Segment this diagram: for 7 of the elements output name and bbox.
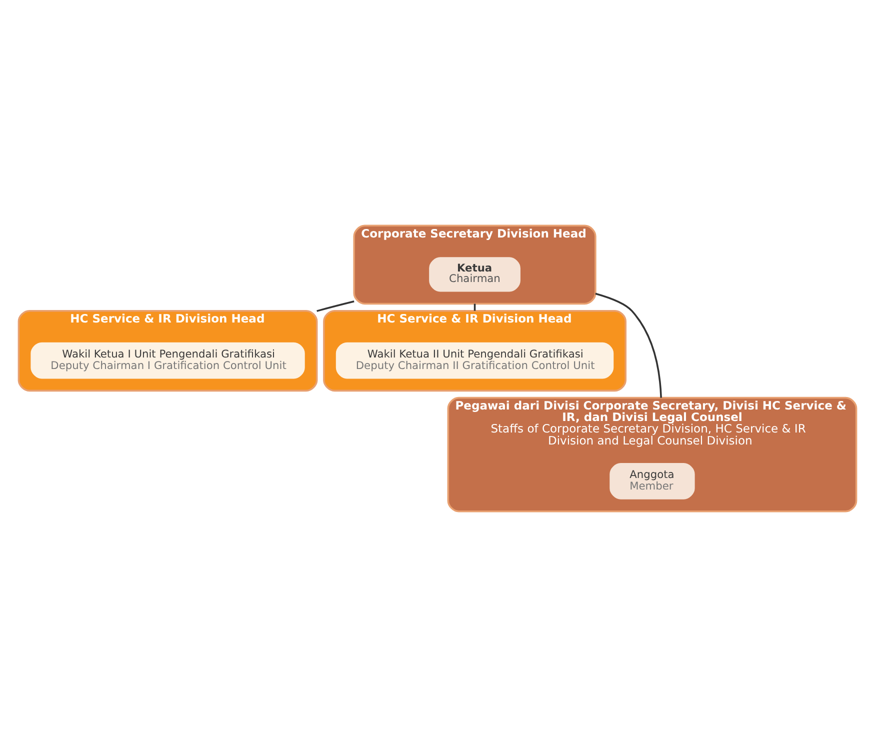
connector bbox=[316, 300, 354, 312]
node-box: Anggota Member bbox=[610, 462, 695, 499]
node-box: Ketua Chairman bbox=[429, 256, 520, 292]
node-box: Wakil Ketua I Unit Pengendali Gratifikasi Deputy Chairman I Gratification Control Unit bbox=[30, 342, 305, 378]
node-box: Wakil Ketua II Unit Pengendali Gratifikasi Deputy Chairman II Gratification Control Unit bbox=[336, 342, 614, 378]
connector bbox=[595, 292, 662, 398]
connector bbox=[474, 303, 476, 310]
